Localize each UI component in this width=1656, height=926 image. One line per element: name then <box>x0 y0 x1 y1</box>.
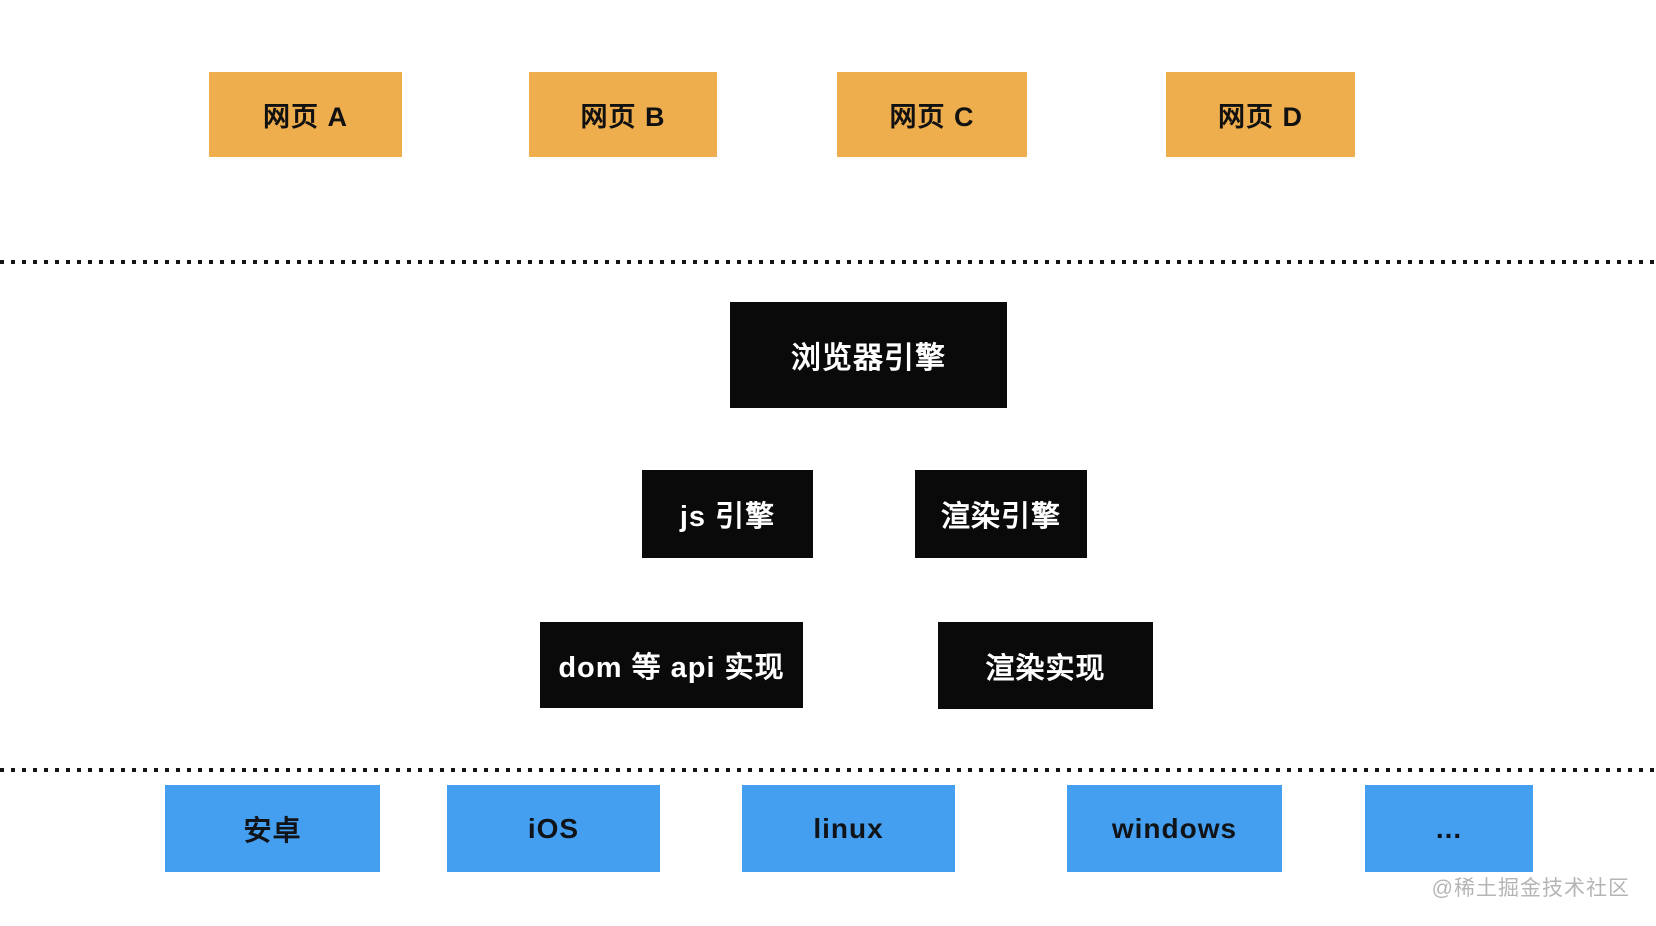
platform-box-linux: linux <box>742 785 955 872</box>
webpage-box-a: 网页 A <box>209 72 402 157</box>
platform-box-android: 安卓 <box>165 785 380 872</box>
render-engine-box: 渲染引擎 <box>915 470 1087 558</box>
webpage-box-b: 网页 B <box>529 72 717 157</box>
platform-box-ellipsis: ... <box>1365 785 1533 872</box>
dotted-divider-top <box>0 260 1656 264</box>
platform-box-ios: iOS <box>447 785 660 872</box>
render-impl-box: 渲染实现 <box>938 622 1153 709</box>
webpage-box-d: 网页 D <box>1166 72 1355 157</box>
webpage-box-c: 网页 C <box>837 72 1027 157</box>
dom-api-impl-box: dom 等 api 实现 <box>540 622 803 708</box>
platform-box-windows: windows <box>1067 785 1282 872</box>
dotted-divider-bottom <box>0 768 1656 772</box>
browser-engine-box: 浏览器引擎 <box>730 302 1007 408</box>
juejin-watermark: @稀土掘金技术社区 <box>1431 877 1630 900</box>
js-engine-box: js 引擎 <box>642 470 813 558</box>
